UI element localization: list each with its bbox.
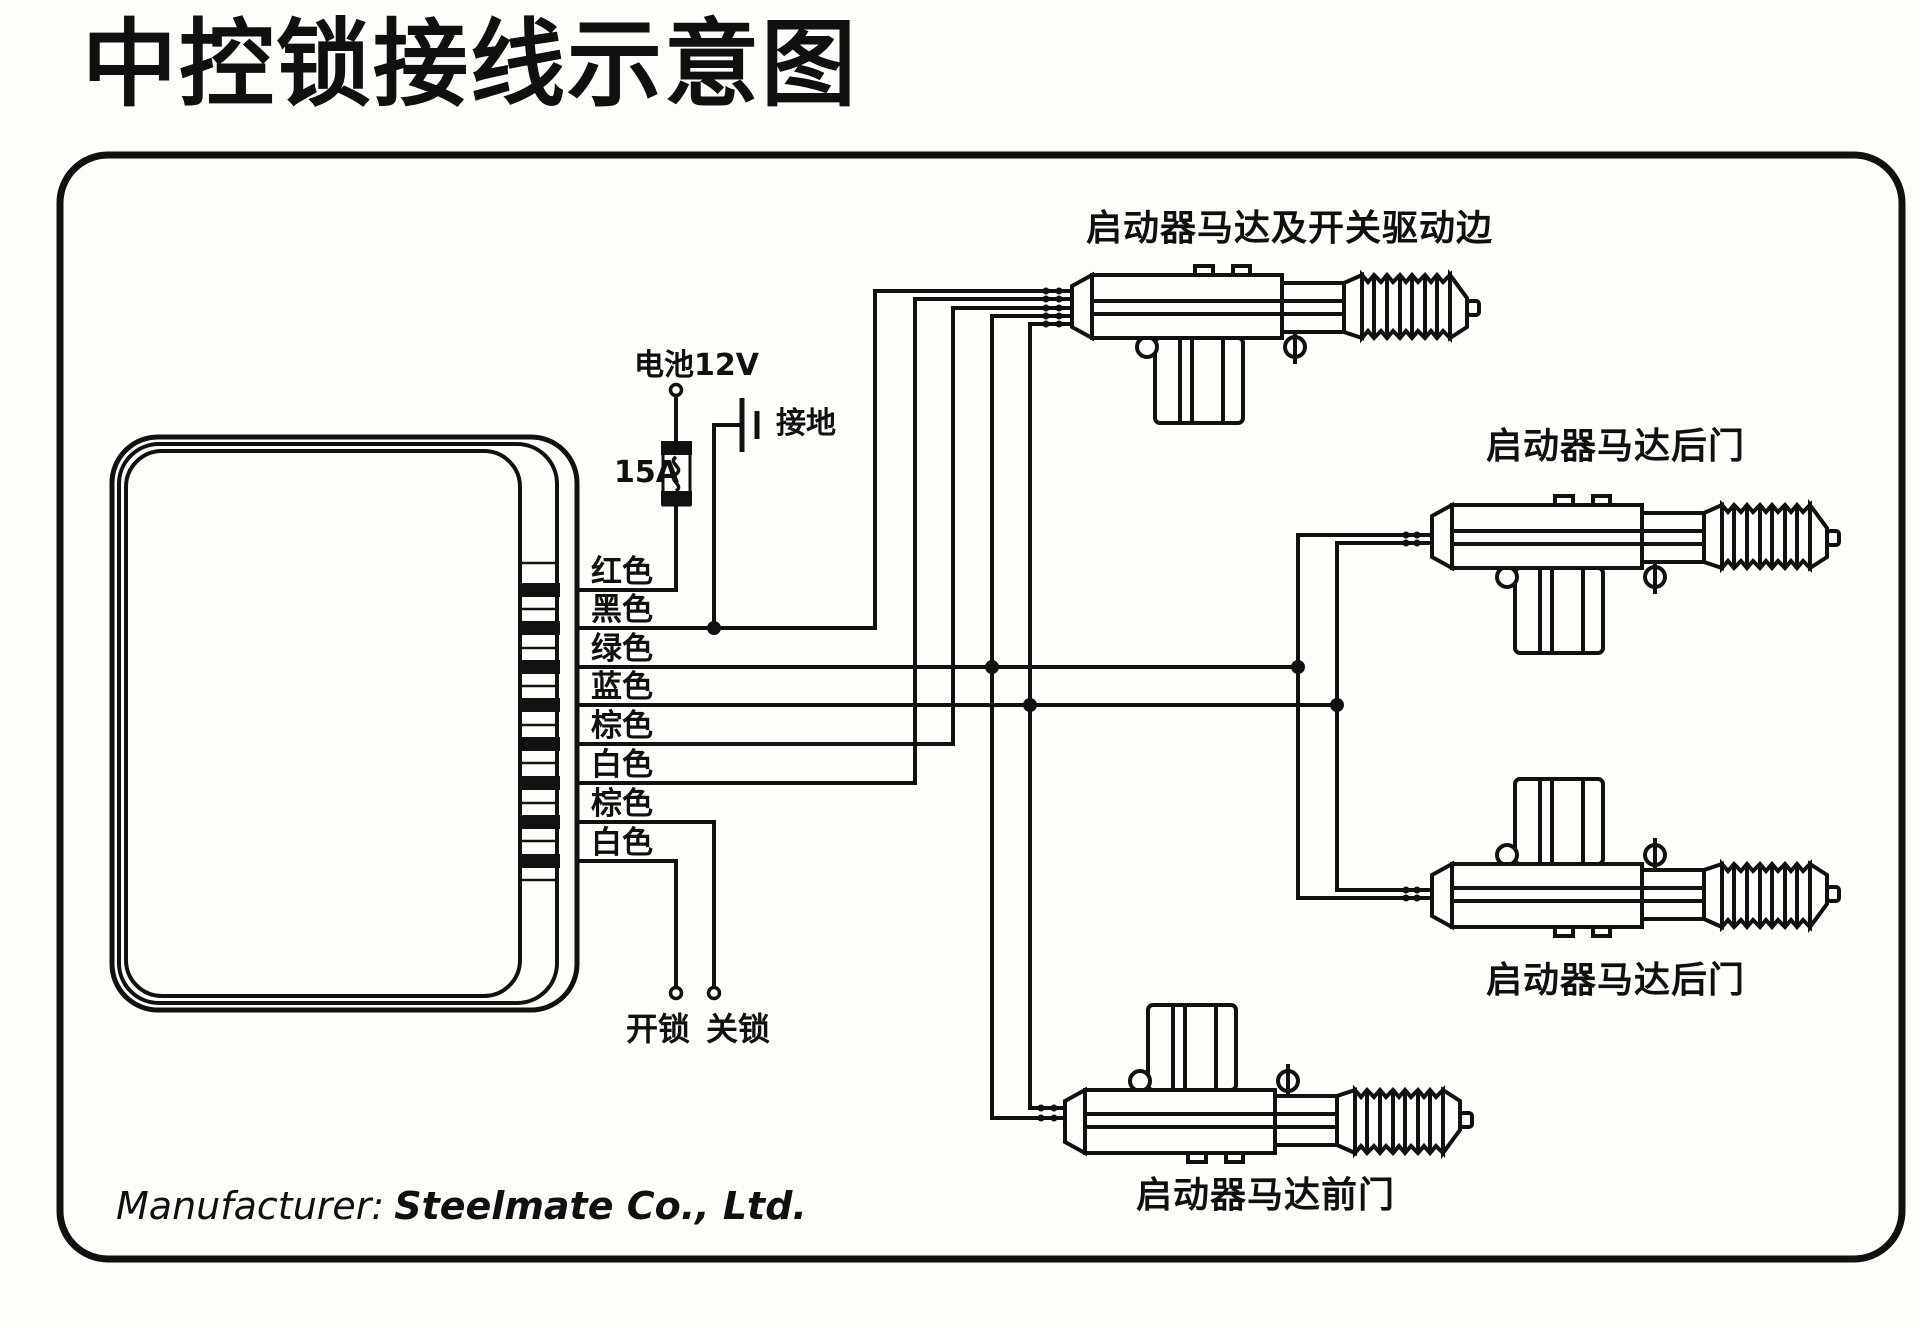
wire-red <box>557 505 678 592</box>
connector-dots <box>1037 287 1421 1122</box>
ground-label: 接地 <box>776 406 836 441</box>
wire-brown-2 <box>557 820 716 988</box>
actuator-driver-label: 启动器马达及开关驱动边 <box>1086 208 1494 249</box>
page-title: 中控锁接线示意图 <box>82 10 859 120</box>
wire-label-red: 红色 <box>591 554 653 590</box>
junction-dots <box>707 621 1344 712</box>
pin-strip <box>520 561 557 882</box>
lock-terminal <box>706 985 722 1001</box>
battery-terminal <box>668 382 684 398</box>
manufacturer-line: Manufacturer:Steelmate Co., Ltd. <box>116 1187 807 1225</box>
wire-label-white-2: 白色 <box>591 825 653 861</box>
wire-label-brown-2: 棕色 <box>591 786 653 822</box>
actuator-front-label: 启动器马达前门 <box>1136 1175 1396 1216</box>
manufacturer-prefix: Manufacturer: <box>116 1184 385 1228</box>
wire-label-white-1: 白色 <box>591 747 653 783</box>
actuator-rear-door-2 <box>1430 777 1841 938</box>
wire-label-black: 黑色 <box>591 592 653 628</box>
ground-symbol <box>739 398 760 452</box>
wire-white-1 <box>557 297 1075 785</box>
actuator-driver-side <box>1070 264 1481 425</box>
unlock-terminal <box>668 985 684 1001</box>
actuator-rear2-label: 启动器马达后门 <box>1486 960 1746 1001</box>
diagram-border <box>56 151 1906 1263</box>
wire-label-green: 绿色 <box>591 631 653 667</box>
unlock-label: 开锁 <box>626 1010 691 1048</box>
manufacturer-name: Steelmate Co., Ltd. <box>394 1184 807 1228</box>
wire-white-2 <box>557 859 678 988</box>
actuator-rear-door-1 <box>1430 494 1841 655</box>
lock-label: 关锁 <box>706 1010 771 1048</box>
terminal-pins <box>519 583 560 868</box>
battery-label: 电池12V <box>634 348 759 383</box>
wire-label-brown-1: 棕色 <box>591 708 653 744</box>
wire-label-blue: 蓝色 <box>591 669 653 705</box>
wiring <box>557 289 1432 1120</box>
fuse <box>661 441 692 507</box>
actuator-front-door <box>1063 1003 1474 1164</box>
wire-brown-1 <box>557 306 1075 746</box>
wire-ground-tap <box>712 423 742 628</box>
actuator-rear1-label: 启动器马达后门 <box>1486 426 1746 467</box>
control-unit-box <box>109 434 580 1013</box>
fuse-label: 15A <box>614 455 679 490</box>
